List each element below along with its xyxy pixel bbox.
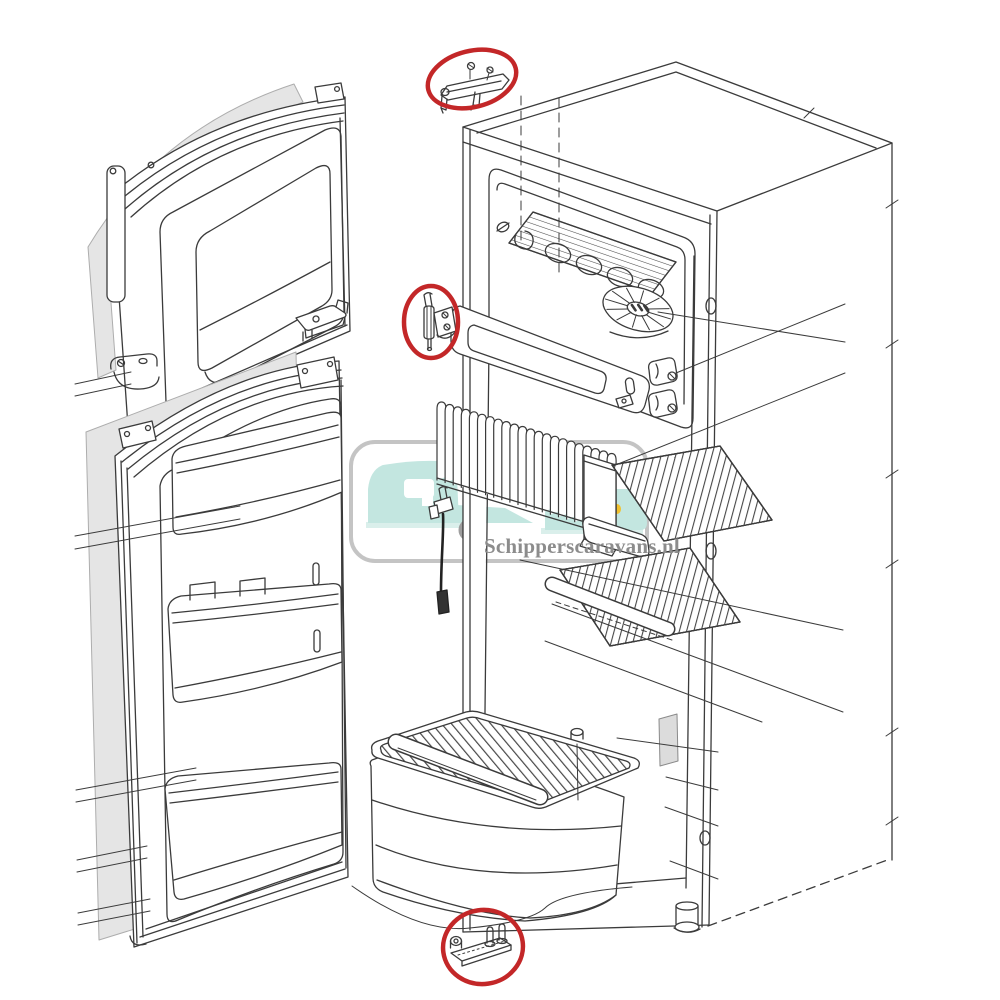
back-edge-tick-6 (885, 816, 899, 826)
bottle-rail-face (546, 578, 674, 635)
cap-left-screw-2 (144, 424, 152, 432)
frame-hole-middle (705, 542, 717, 560)
hinge-cover-2 (647, 389, 678, 418)
watermark-caravan-window (404, 479, 434, 498)
sensor-prongs (438, 486, 448, 501)
cabinet-front-right-edge (708, 210, 718, 926)
trim-panel-notch (624, 377, 636, 395)
latch-clip (335, 299, 349, 314)
freezer-opening-inner (496, 182, 686, 405)
highlight-circle-bottom (440, 907, 526, 987)
thermostat-sensor (428, 486, 454, 615)
hinge-bracket-strap (113, 371, 160, 390)
burner-hole-3 (606, 266, 634, 288)
cooling-fan (602, 285, 674, 333)
cabinet-front-top-inner (462, 141, 712, 225)
hinge-bracket-plate (110, 353, 158, 370)
capillary-wire (439, 512, 445, 594)
burner-hole-open (514, 230, 534, 250)
freezer-door-corner-cap (314, 82, 345, 104)
frame-hole-lower (699, 830, 711, 846)
hinge-bracket-screw (116, 358, 126, 368)
stile-screw (109, 167, 117, 175)
back-edge-tick-5 (885, 727, 899, 737)
wire-shelf-lower (544, 547, 741, 647)
crisper-shelf-rail-face (389, 735, 547, 804)
freezer-door-gasket-1 (118, 104, 345, 202)
leveling-foot (673, 901, 701, 933)
highlight-circle-middle (401, 283, 461, 361)
cap-left-screw-1 (123, 430, 131, 438)
vent-label (658, 713, 679, 767)
latch-feet (302, 329, 313, 342)
fan-hub (626, 301, 650, 317)
burner-hole-1 (544, 242, 572, 264)
fins-mount-clip (615, 394, 634, 409)
freezer-door-latch (295, 299, 349, 342)
latch-hole (312, 315, 320, 323)
fan-base (609, 330, 669, 339)
burner-hole-2 (575, 254, 603, 276)
crisper-leader-curve (351, 885, 633, 930)
leader-lines (74, 95, 846, 926)
watermark-caravan-door (422, 495, 433, 506)
hinge-cover-1 (647, 357, 678, 386)
crisper-rail-ridge (397, 747, 537, 801)
middle-door-bin (167, 577, 343, 703)
main-door-foot (129, 935, 147, 946)
crisper-assembly (351, 710, 640, 930)
back-edge-tick-4 (885, 559, 899, 569)
interior-screw (496, 221, 510, 233)
upper-door-bin (171, 411, 343, 535)
corner-cap-screw (333, 85, 341, 93)
hinge-bracket-screw-slot (117, 360, 125, 366)
latch-side (304, 316, 346, 339)
frame-hole-upper (705, 297, 717, 315)
shelf-pin (570, 727, 584, 801)
bin-divider-2 (239, 577, 266, 597)
cap-right-screw-2 (326, 360, 334, 368)
main-door-gasket-3 (133, 385, 344, 478)
door-slot-1 (312, 562, 320, 586)
freezer-door-gasket-3 (130, 120, 344, 218)
latch-body (295, 305, 347, 331)
lower-door-bin (164, 761, 343, 900)
watermark-road-left (366, 522, 463, 528)
highlight-circle-top (425, 47, 519, 111)
cap-right-screw-1 (301, 367, 309, 375)
highlight-circles (401, 47, 526, 987)
main-door-assembly (85, 351, 349, 948)
freezer-interior (496, 211, 677, 339)
freezer-door-stile (106, 165, 126, 303)
sensor-bulb (436, 589, 450, 615)
wire-shelf-upper (611, 445, 773, 542)
fins-end-plate-line (583, 460, 617, 472)
cabinet (450, 61, 899, 933)
freezer-door-gasket-2 (124, 112, 345, 210)
crisper-wire-shelf (370, 710, 640, 809)
fan-hub-slashes (630, 303, 650, 313)
bottom-hinge-bracket-part (449, 923, 512, 967)
hinge-bracket-hole (138, 357, 148, 365)
cabinet-bottom-back-edge (707, 858, 891, 927)
bin-divider-1 (189, 581, 216, 601)
cabinet-top-inner (476, 71, 877, 149)
inner-panel-crease (199, 261, 331, 331)
watermark-text: Schipperscaravans.nl (484, 534, 680, 558)
bottle-rail-beads (555, 601, 673, 641)
cabinet-front-bottom (462, 924, 710, 933)
main-door-bottom-1 (139, 868, 346, 938)
hinge-covers (647, 357, 678, 418)
main-door-bottom-2 (145, 861, 343, 930)
arc-screw (147, 161, 155, 169)
sensor-clip-flange (428, 504, 440, 520)
main-door-cap-left (118, 420, 157, 449)
main-door-left-inner-1 (120, 460, 138, 944)
back-edge-tick-3 (885, 469, 899, 479)
door-hinge-bracket (110, 353, 160, 390)
door-slot-2 (313, 629, 321, 653)
back-edge-tick-1 (885, 199, 899, 209)
back-edge-tick-2 (885, 339, 899, 349)
top-edge-tick (803, 107, 815, 119)
